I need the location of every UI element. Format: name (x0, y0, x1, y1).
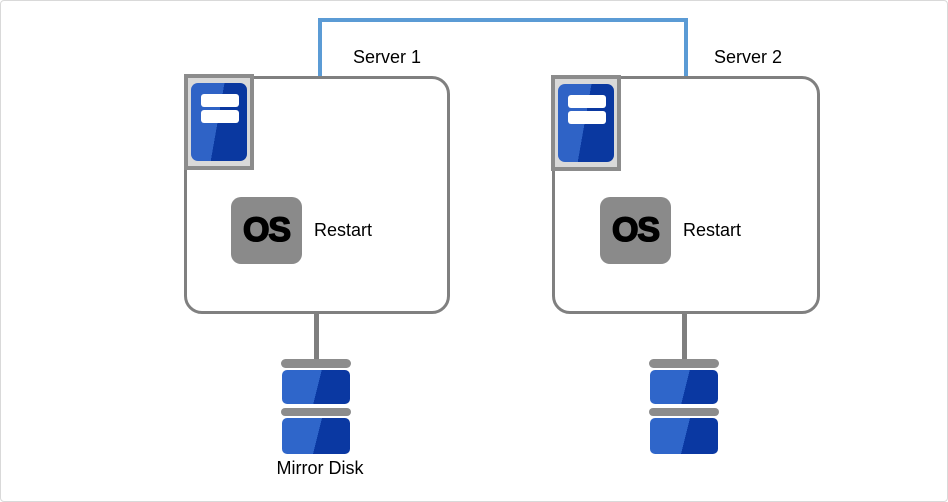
disk-cap (281, 408, 351, 416)
server2-icon-frame (551, 75, 621, 171)
mirror-disk-label: Mirror Disk (276, 458, 364, 478)
server-drive-slot (201, 110, 239, 123)
server-drive-slot (568, 95, 606, 108)
disk-platter (650, 370, 718, 404)
disk-platter (282, 370, 350, 404)
server-drive-slot (201, 94, 239, 107)
server2-label: Server 2 (713, 47, 783, 67)
server-tower-icon (558, 84, 614, 162)
server2-os-restart: OS Restart (600, 197, 741, 264)
disk-platter (282, 418, 350, 454)
server1-label: Server 1 (352, 47, 422, 67)
disk-platter (650, 418, 718, 454)
server2-disk-connector (682, 314, 687, 360)
server1-disk-connector (314, 314, 319, 360)
restart-label: Restart (314, 220, 373, 240)
disk-cap (649, 359, 719, 368)
disk-stack-icon (281, 359, 351, 454)
disk-cap (649, 408, 719, 416)
server1-icon-frame (184, 74, 254, 170)
disk-stack-icon (649, 359, 719, 454)
restart-label: Restart (683, 220, 742, 240)
server-drive-slot (568, 111, 606, 124)
server1-os-restart: OS Restart (231, 197, 372, 264)
interconnect-line (318, 18, 688, 77)
os-badge: OS (231, 197, 302, 264)
server-tower-icon (191, 83, 247, 161)
os-badge: OS (600, 197, 671, 264)
disk-cap (281, 359, 351, 368)
